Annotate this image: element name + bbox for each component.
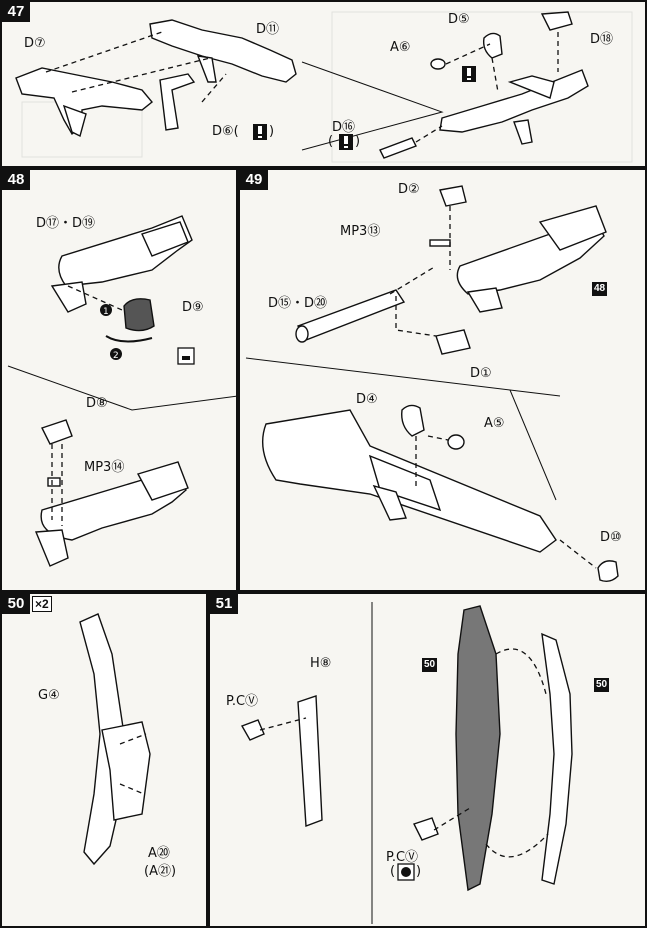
caution-icon bbox=[462, 66, 476, 82]
seal-close: ) bbox=[416, 864, 422, 879]
step-49-panel: 49 bbox=[238, 168, 647, 592]
step-arrow-2-icon: 2 bbox=[110, 348, 122, 361]
step-50-art bbox=[79, 613, 151, 866]
part-label-g4: G④ bbox=[38, 688, 60, 703]
part-label-d18: D⑱ bbox=[590, 32, 614, 47]
part-label-mp3-14: MP3⑭ bbox=[84, 460, 125, 475]
step-number: 49 bbox=[240, 170, 268, 190]
part-label-d5: D⑤ bbox=[448, 12, 470, 27]
part-label-d6: D⑥( bbox=[212, 124, 239, 139]
step-48-art: 1 2 bbox=[7, 215, 236, 567]
step-47-art bbox=[15, 11, 589, 159]
part-label-a20: A⑳ bbox=[148, 846, 170, 861]
caution-icon bbox=[253, 124, 267, 140]
seal-open: ( bbox=[390, 864, 396, 879]
part-label-d16-open: ( bbox=[328, 134, 334, 149]
step-49-art bbox=[245, 185, 619, 583]
part-label-d7: D⑦ bbox=[24, 36, 46, 51]
step-number: 51 bbox=[210, 594, 238, 614]
step-number: 48 bbox=[2, 170, 30, 190]
part-label-d8: D⑧ bbox=[86, 396, 108, 411]
step-47-panel: 47 bbox=[0, 0, 647, 168]
step-51-art bbox=[240, 602, 573, 924]
part-label-a5: A⑤ bbox=[484, 416, 505, 431]
part-label-d15-d20: D⑮・D⑳ bbox=[268, 296, 328, 311]
svg-text:2: 2 bbox=[113, 351, 119, 361]
part-label-d4: D④ bbox=[356, 392, 378, 407]
part-label-d6-close: ) bbox=[269, 124, 275, 139]
part-label-d10: D⑩ bbox=[600, 530, 622, 545]
caution-icon bbox=[339, 134, 353, 150]
svg-text:1: 1 bbox=[103, 307, 109, 317]
step-48-panel: 48 bbox=[0, 168, 238, 592]
part-label-d16: D⑯ bbox=[332, 120, 356, 135]
part-label-d9: D⑨ bbox=[182, 300, 204, 315]
part-label-d1: D① bbox=[470, 366, 492, 381]
step-51-panel: 51 bbox=[208, 592, 647, 928]
part-label-d17-d19: D⑰・D⑲ bbox=[36, 216, 96, 231]
part-label-mp3-13: MP3⑬ bbox=[340, 224, 381, 239]
reference-badge-48: 48 bbox=[592, 282, 608, 296]
part-label-d11: D⑪ bbox=[256, 22, 280, 37]
step-number: 47 bbox=[2, 2, 30, 22]
step-arrow-1-icon: 1 bbox=[100, 304, 112, 317]
quantity-multiplier: ×2 bbox=[32, 596, 52, 612]
seal-icon bbox=[397, 863, 415, 881]
part-label-a6: A⑥ bbox=[390, 40, 411, 55]
step-number: 50 bbox=[2, 594, 30, 614]
reference-badge-50-right: 50 bbox=[594, 678, 610, 692]
part-label-d16-close: ) bbox=[355, 134, 361, 149]
part-label-h8: H⑧ bbox=[310, 656, 332, 671]
part-label-pc-v-bottom: P.CⓋ bbox=[386, 850, 419, 865]
part-label-pc-v-top: P.CⓋ bbox=[226, 694, 259, 709]
seal-icon bbox=[177, 347, 195, 365]
reference-badge-50-left: 50 bbox=[422, 658, 438, 672]
step-50-panel: 50 ×2 G④ A⑳ (A㉑) bbox=[0, 592, 208, 928]
part-label-d2: D② bbox=[398, 182, 420, 197]
part-label-a21: (A㉑) bbox=[144, 864, 177, 879]
